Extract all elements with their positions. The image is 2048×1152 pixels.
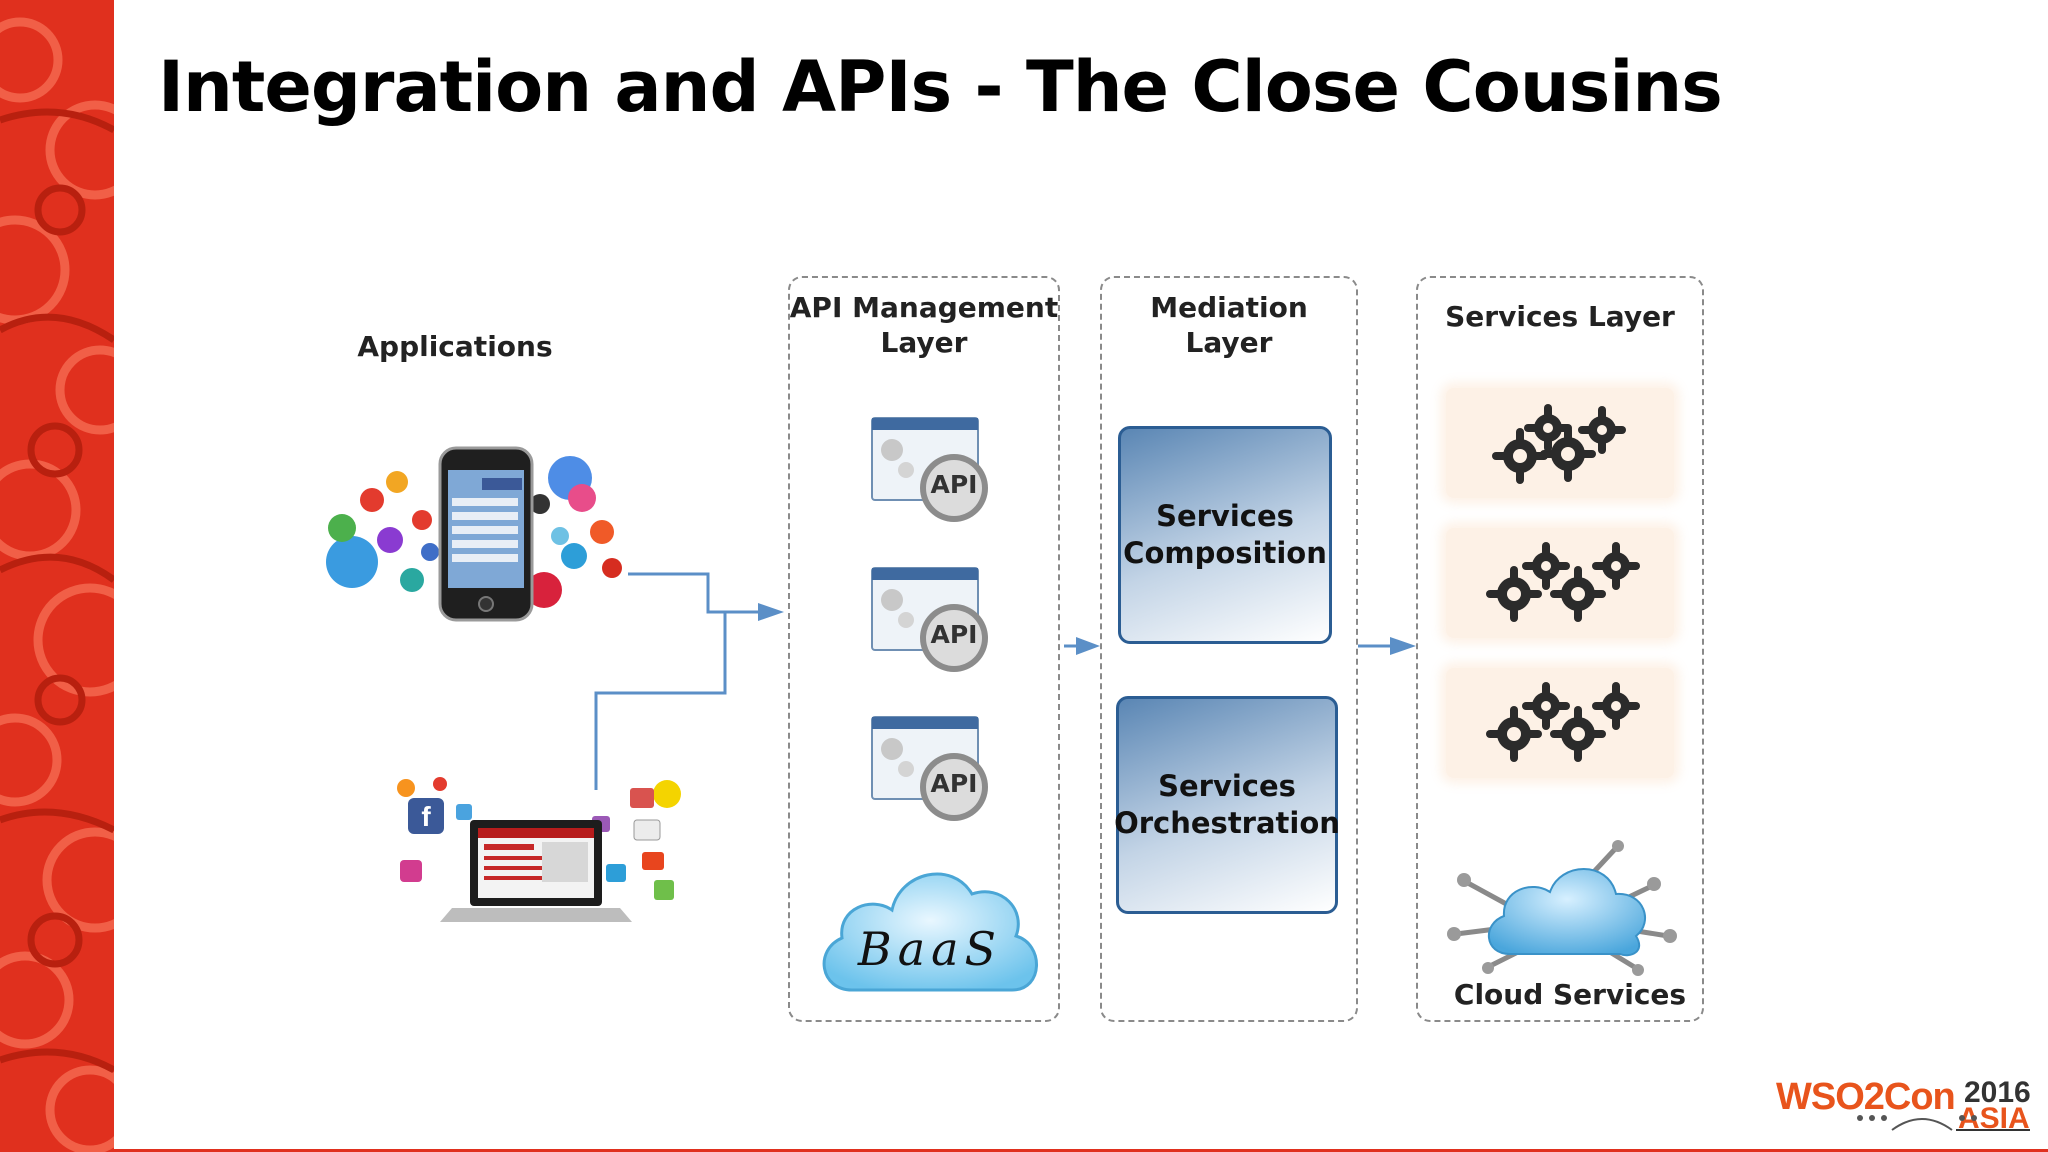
logo-text: WSO2Con [1776, 1076, 1956, 1118]
baas-cloud-icon: BaaS [812, 850, 1048, 1000]
composition-line1: Services [1156, 499, 1294, 533]
mediation-layer [1100, 276, 1358, 1022]
logo-people-icon [1857, 1115, 2030, 1131]
gears-icon [1486, 542, 1640, 622]
mediation-title-line1: Mediation [1150, 291, 1308, 324]
cloud-services-icon [1447, 840, 1677, 976]
service-tile-2 [1446, 528, 1674, 638]
baas-label: BaaS [857, 922, 1003, 976]
api-badge-1: API [930, 470, 978, 499]
api-badge-3: API [930, 769, 978, 798]
composition-line2: Composition [1123, 536, 1327, 570]
laptop-apps-illustration: f [397, 777, 681, 922]
logo-year: 2016 [1964, 1076, 2031, 1109]
wso2con-logo: WSO2Con 2016 ASIA [1776, 1076, 2036, 1135]
services-orchestration-box: Services Orchestration [1114, 696, 1340, 914]
cloud-services-label: Cloud Services [1453, 978, 1687, 1011]
smartphone-apps-illustration [326, 446, 622, 622]
svg-text:f: f [421, 801, 431, 832]
orchestration-line2: Orchestration [1114, 806, 1340, 840]
slide-title: Integration and APIs - The Close Cousins [158, 46, 1723, 128]
mediation-layer-title: Mediation Layer [1100, 290, 1358, 360]
services-layer-title: Services Layer [1445, 300, 1675, 333]
orchestration-line1: Services [1158, 769, 1296, 803]
api-gateway-icon-2: API [868, 564, 996, 676]
applications-label: Applications [357, 330, 553, 363]
services-layer [1416, 276, 1704, 1022]
gears-icon [1486, 682, 1640, 762]
api-gateway-icon-1: API [868, 414, 996, 526]
mediation-title-line2: Layer [1185, 326, 1273, 359]
service-tile-1 [1446, 388, 1674, 498]
api-management-layer-title: API Management Layer [788, 290, 1060, 360]
api-management-title-line1: API Management [789, 291, 1059, 324]
api-gateway-icon-3: API [868, 713, 996, 825]
gears-icon [1492, 404, 1626, 484]
bottom-accent-line [114, 1149, 2048, 1152]
service-tile-3 [1446, 668, 1674, 778]
decorative-side-band [0, 0, 114, 1152]
api-badge-2: API [930, 620, 978, 649]
services-composition-box: Services Composition [1118, 426, 1332, 644]
api-management-title-line2: Layer [880, 326, 968, 359]
api-management-layer [788, 276, 1060, 1022]
